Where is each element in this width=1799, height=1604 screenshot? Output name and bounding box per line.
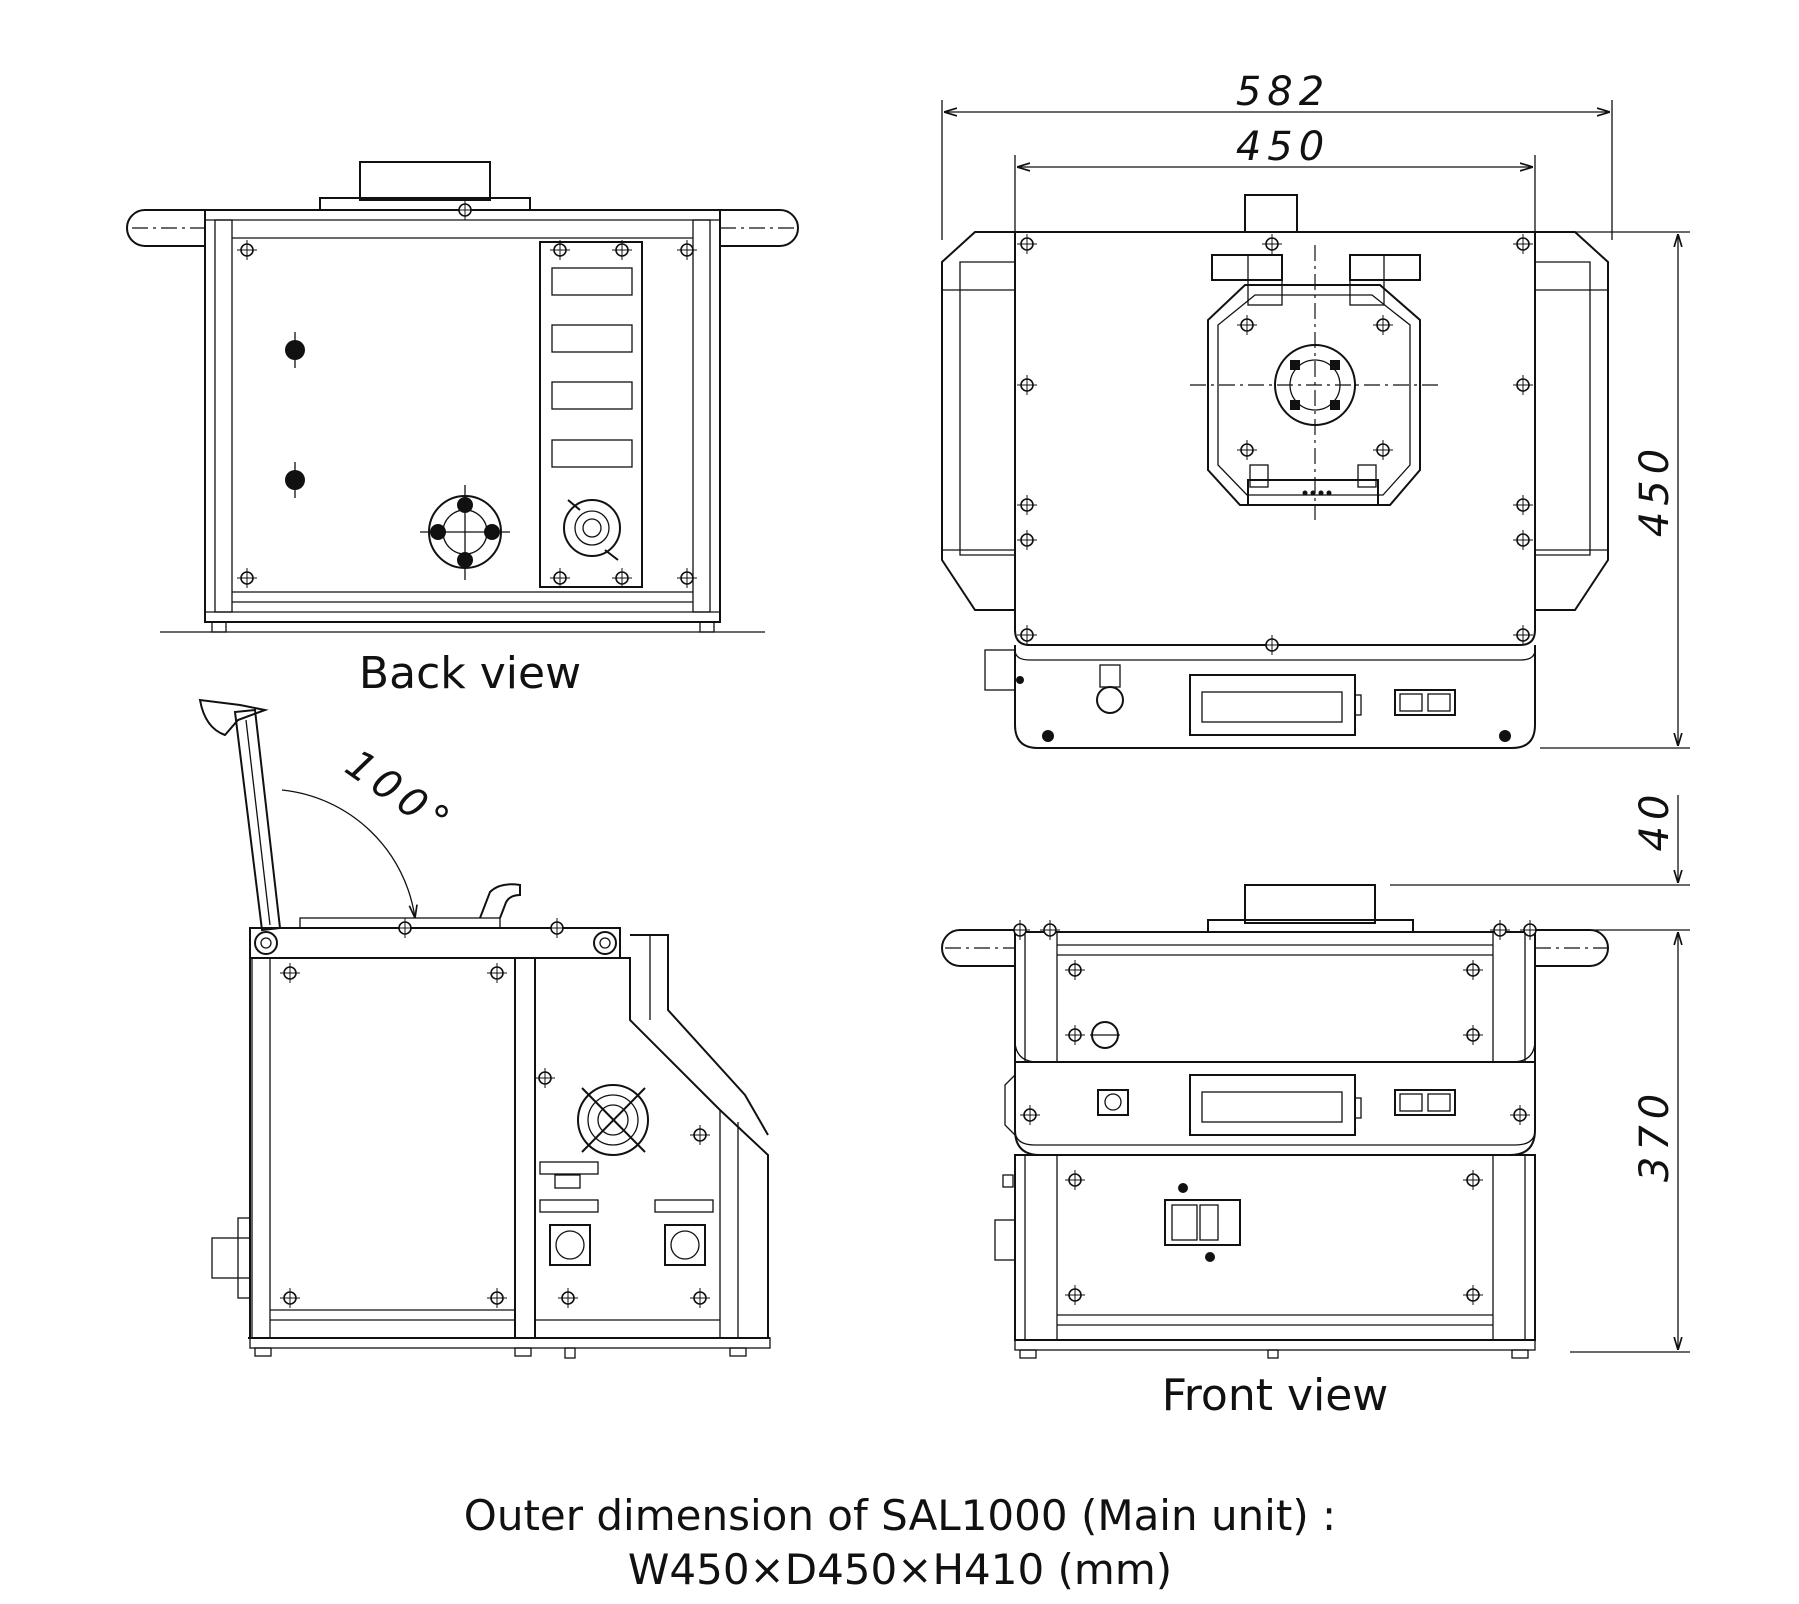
- back-view: [126, 161, 799, 633]
- dimension-width-450: 450: [1236, 124, 1330, 170]
- dimension-582: 582: [1236, 69, 1330, 115]
- caption-line-2: W450×D450×H410 (mm): [628, 1545, 1172, 1594]
- side-view: [198, 698, 771, 1359]
- lid-angle-label: 100°: [337, 741, 462, 848]
- back-view-label: Back view: [359, 648, 581, 699]
- front-view-label: Front view: [1162, 1370, 1389, 1421]
- caption-line-1: Outer dimension of SAL1000 (Main unit) :: [464, 1491, 1336, 1540]
- front-view: [941, 795, 1690, 1359]
- top-view: [941, 100, 1690, 749]
- dimension-depth-450: 450: [1632, 443, 1678, 537]
- dimension-body-370: 370: [1632, 1088, 1678, 1182]
- dimension-lid-40: 40: [1632, 789, 1678, 852]
